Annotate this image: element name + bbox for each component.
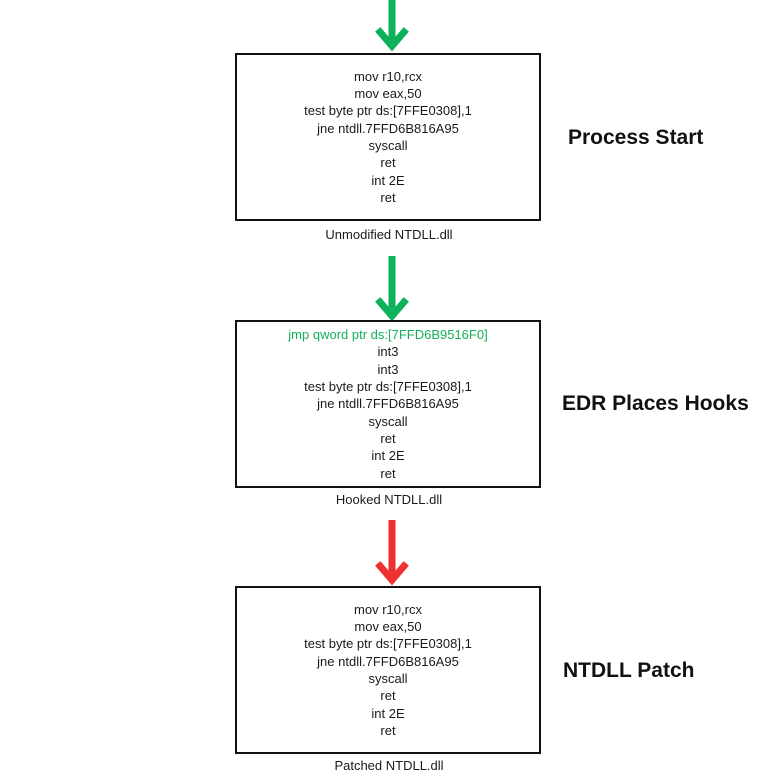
instruction-line: int 2E: [371, 705, 405, 721]
instruction-line: int 2E: [371, 448, 405, 464]
instruction-line: ret: [380, 465, 396, 481]
down-arrow-icon: [374, 0, 410, 57]
instruction-line: mov r10,rcx: [354, 68, 422, 84]
instruction-line: jne ntdll.7FFD6B816A95: [317, 120, 459, 136]
instruction-line: int3: [377, 361, 399, 377]
hook-instruction-line: jmp qword ptr ds:[7FFD6B9516F0]: [288, 327, 488, 343]
instruction-line: ret: [380, 155, 396, 171]
instruction-line: syscall: [368, 413, 408, 429]
instruction-line: mov eax,50: [354, 86, 422, 102]
instruction-line: ret: [380, 688, 396, 704]
instruction-line: jne ntdll.7FFD6B816A95: [317, 653, 459, 669]
instruction-line: ret: [380, 189, 396, 205]
instruction-line: syscall: [368, 671, 408, 686]
stage-label-ntdll-patch: NTDLL Patch: [563, 659, 695, 682]
stage-label-edr-places-hooks: EDR Places Hooks: [562, 392, 749, 415]
instruction-line: mov r10,rcx: [354, 601, 422, 617]
instruction-line: ret: [380, 722, 396, 738]
down-arrow-icon: [374, 256, 410, 327]
instruction-line: test byte ptr ds:[7FFE0308],1: [304, 379, 472, 395]
box-caption-hooked: Hooked NTDLL.dll: [335, 492, 443, 507]
stage-label-process-start: Process Start: [568, 126, 704, 149]
instruction-line: int3: [377, 344, 399, 360]
instruction-line: syscall: [368, 138, 408, 153]
instruction-line: mov eax,50: [354, 619, 422, 635]
instruction-line: ret: [380, 430, 396, 446]
instruction-line: test byte ptr ds:[7FFE0308],1: [304, 103, 472, 119]
instruction-line: int 2E: [371, 172, 405, 188]
down-arrow-icon: [374, 520, 410, 591]
instruction-line: test byte ptr ds:[7FFE0308],1: [304, 636, 472, 652]
box-caption-unmodified: Unmodified NTDLL.dll: [325, 227, 453, 242]
box-caption-patched: Patched NTDLL.dll: [334, 758, 444, 773]
instruction-line: jne ntdll.7FFD6B816A95: [317, 396, 459, 412]
